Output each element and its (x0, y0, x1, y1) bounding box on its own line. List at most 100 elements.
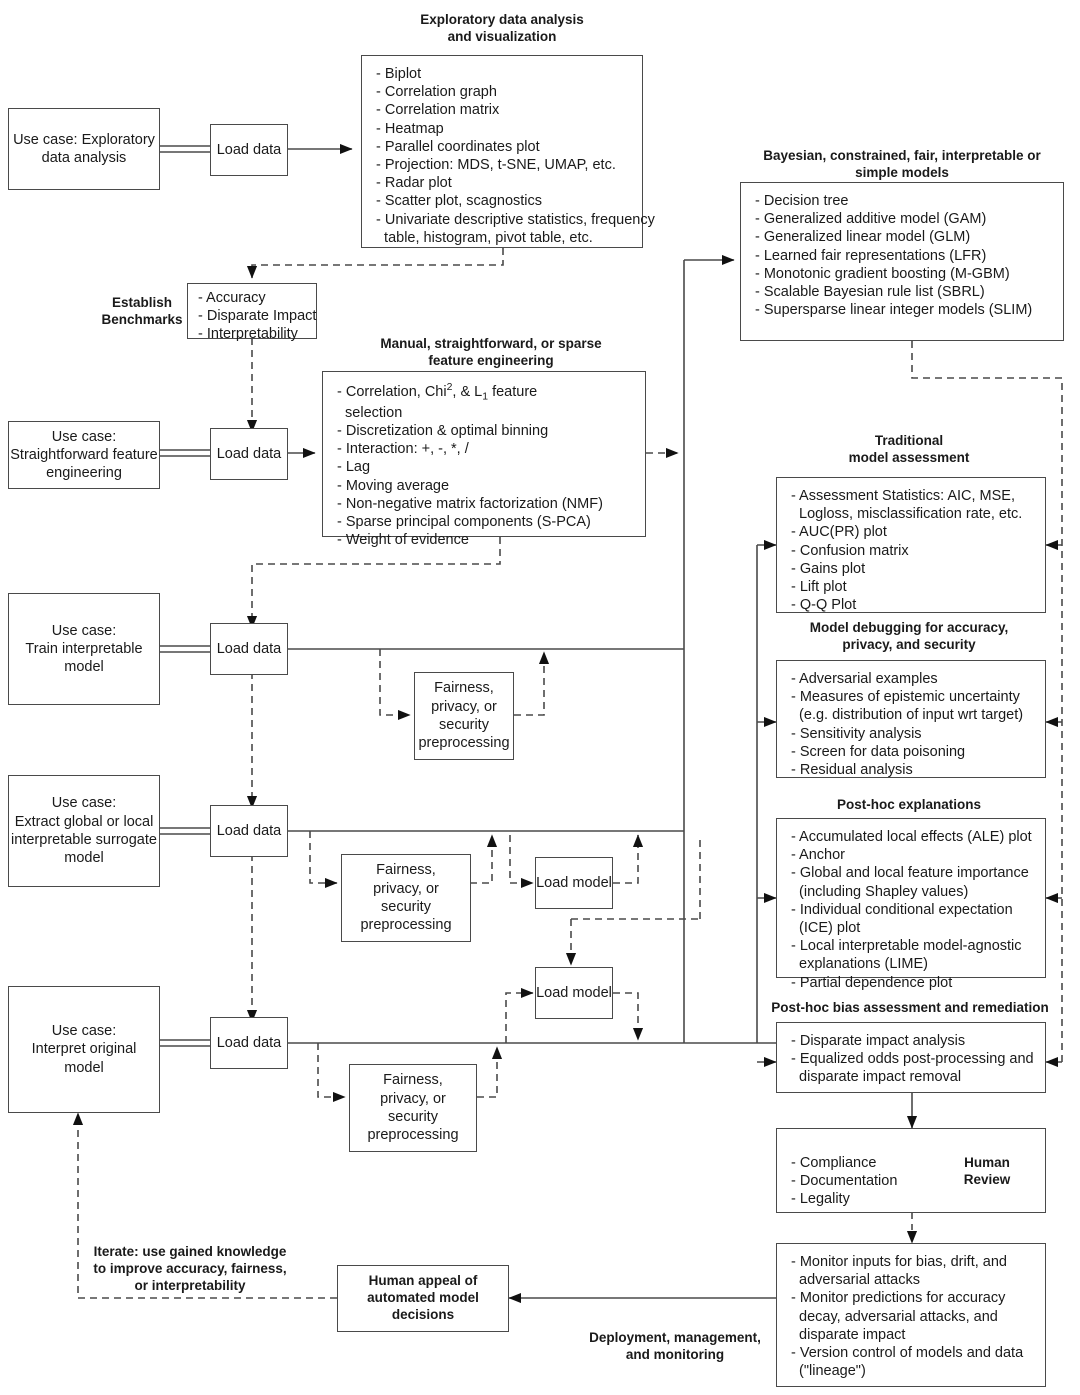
iterate-l2: to improve accuracy, fairness, (93, 1260, 287, 1276)
list-item: explanations (LIME) (791, 956, 929, 973)
list-item: decay, adversarial attacks, and (791, 1308, 998, 1325)
text-line: preprocessing (360, 917, 452, 934)
dep-title-l2: and monitoring (625, 1346, 725, 1362)
text-line: Extract global or local (14, 813, 154, 830)
list-item: - Generalized additive model (GAM) (755, 211, 987, 228)
list-item: - Global and local feature importance (791, 865, 1029, 882)
bias-title: Post-hoc bias assessment and remediation (771, 1000, 1049, 1015)
ha-l2: automated model (367, 1290, 479, 1306)
text-line: preprocessing (418, 735, 510, 752)
load-data-label: Load data (216, 445, 282, 462)
load-model-node-1[interactable]: Load model (535, 857, 613, 909)
human-appeal-box[interactable]: Human appeal of automated model decision… (337, 1265, 509, 1332)
text-line: Fairness, (376, 862, 436, 879)
list-item: - Accumulated local effects (ALE) plot (791, 829, 1032, 845)
text-line: Use case: (51, 428, 117, 445)
debugging-list-box: - Adversarial examples- Measures of epis… (776, 660, 1046, 778)
list-item: - AUC(PR) plot (791, 524, 887, 541)
deployment-list-box: - Monitor inputs for bias, drift, and ad… (776, 1243, 1046, 1387)
text-line: model (64, 850, 104, 867)
text-line: privacy, or (431, 698, 497, 715)
list-item: - Sparse principal components (S-PCA) (337, 513, 591, 530)
list-item: ("lineage") (791, 1363, 866, 1380)
section-title-bias-assessment: Post-hoc bias assessment and remediation (750, 1000, 1070, 1017)
feature-engineering-list: - Correlation, Chi2, & L1 feature select… (337, 381, 635, 549)
text-line: interpretable surrogate (11, 832, 157, 848)
models-list: - Decision tree - Generalized additive mo… (755, 192, 1053, 319)
list-item: - Partial dependence plot (791, 974, 953, 991)
text-line: preprocessing (367, 1127, 459, 1144)
list-item: - Screen for data poisoning (791, 743, 966, 760)
list-item: - Local interpretable model-agnostic (791, 938, 1022, 955)
text-line: privacy, or (373, 880, 439, 897)
human-review-box: - Compliance- Documentation- Legality Hu… (776, 1128, 1046, 1213)
list-item: - Generalized linear model (GLM) (755, 229, 971, 246)
list-item: - Learned fair representations (LFR) (755, 247, 987, 264)
list-item: - Equalized odds post-processing and (791, 1051, 1034, 1068)
text-line: model (64, 659, 104, 676)
eda-list: - Biplot- Correlation graph- Correlation… (376, 65, 655, 247)
list-item: - Biplot (376, 66, 422, 82)
list-item: selection (337, 404, 403, 421)
load-data-node-1[interactable]: Load data (210, 124, 288, 176)
list-item: - Interpretability (198, 326, 298, 343)
ha-l1: Human appeal of (368, 1273, 478, 1289)
load-data-label: Load data (216, 822, 282, 839)
list-item: - Scatter plot, scagnostics (376, 193, 543, 210)
use-case-label: Use case:Extract global or local interpre… (11, 794, 157, 867)
list-item: disparate impact removal (791, 1069, 962, 1086)
eda-title-l2: and visualization (447, 28, 557, 44)
list-item: - Univariate descriptive statistics, fre… (376, 211, 655, 228)
dbg-title-l2: privacy, and security (842, 636, 976, 652)
list-item: - Decision tree (755, 193, 849, 209)
iterate-l1: Iterate: use gained knowledge (93, 1244, 287, 1259)
traditional-assessment-list: - Assessment Statistics: AIC, MSE, Loglo… (791, 487, 1035, 614)
human-appeal-label: Human appeal of automated model decision… (338, 1273, 508, 1324)
list-item: (including Shapley values) (791, 883, 969, 900)
human-review-title: Human Review (937, 1155, 1037, 1189)
load-data-node-2[interactable]: Load data (210, 428, 288, 480)
list-item: - Scalable Bayesian rule list (SBRL) (755, 283, 985, 300)
section-title-debugging: Model debugging for accuracy, privacy, a… (764, 620, 1054, 654)
list-item: (e.g. distribution of input wrt target) (791, 707, 1024, 724)
eda-list-box: - Biplot- Correlation graph- Correlation… (361, 55, 655, 248)
list-item: - Discretization & optimal binning (337, 423, 549, 439)
hr-title-l2: Review (963, 1171, 1011, 1187)
load-data-node-4[interactable]: Load data (210, 805, 288, 857)
load-data-label: Load data (216, 141, 282, 158)
text-line: Use case: (51, 795, 117, 812)
text-line: Fairness, (383, 1072, 443, 1089)
list-item: - Accuracy (198, 290, 266, 306)
list-item: - Confusion matrix (791, 542, 909, 559)
ha-l3: decisions (391, 1306, 455, 1322)
load-data-label: Load data (216, 1034, 282, 1051)
ta-title-l1: Traditional (874, 433, 944, 448)
load-data-node-5[interactable]: Load data (210, 1017, 288, 1069)
text-line: Fairness, (434, 680, 494, 697)
list-item: - Anchor (791, 847, 845, 864)
dep-title-l1: Deployment, management, (589, 1330, 761, 1345)
load-model-node-2[interactable]: Load model (535, 967, 613, 1019)
list-item: - Compliance (791, 1155, 877, 1171)
traditional-assessment-list-box: - Assessment Statistics: AIC, MSE, Loglo… (776, 477, 1046, 613)
list-item: - Correlation, Chi2, & L1 feature (337, 382, 538, 403)
list-item: - Adversarial examples (791, 671, 938, 687)
text-line: Use case: (51, 622, 117, 639)
section-title-models: Bayesian, constrained, fair, interpretab… (728, 148, 1076, 182)
text-line: Straightforward feature (10, 446, 158, 463)
load-data-node-3[interactable]: Load data (210, 623, 288, 675)
text-line: model (64, 1059, 104, 1076)
use-case-extract-surrogate-model[interactable]: Use case:Extract global or local interpre… (8, 775, 160, 887)
debugging-list: - Adversarial examples- Measures of epis… (791, 670, 1035, 779)
